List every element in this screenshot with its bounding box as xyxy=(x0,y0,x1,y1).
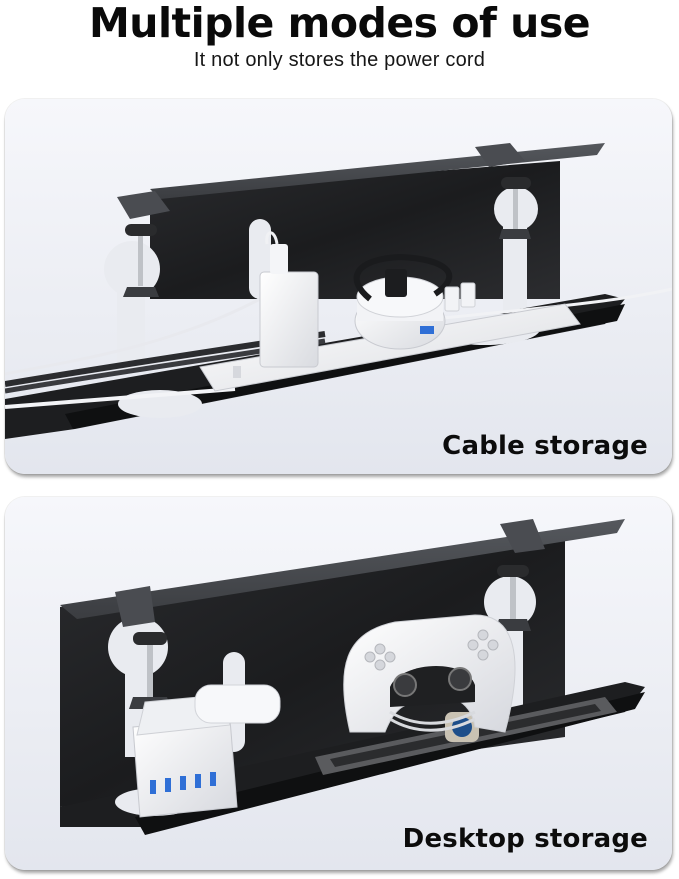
desktop-storage-label: Desktop storage xyxy=(402,824,648,854)
wall-charger xyxy=(259,271,319,368)
coiled-cable xyxy=(389,710,476,725)
clamp-pad-right xyxy=(500,519,545,553)
clamp-pad-left xyxy=(115,586,155,627)
clamp-pad-left xyxy=(117,191,170,219)
clamp-left xyxy=(123,224,159,297)
page-title: Multiple modes of use xyxy=(88,0,591,47)
clamp-right xyxy=(499,177,531,239)
clamp-pad-right xyxy=(475,143,525,167)
page-subtitle: It not only stores the power cord xyxy=(193,49,486,71)
desktop-tray-illustration xyxy=(60,519,645,835)
earbuds-case xyxy=(194,684,281,724)
cable-tray-illustration xyxy=(5,143,672,439)
cable-storage-label: Cable storage xyxy=(442,431,648,461)
usb-port-icon xyxy=(420,326,434,334)
tray-top-flange xyxy=(60,519,625,619)
usb-ports xyxy=(150,772,216,794)
desktop-storage-panel: Desktop storage xyxy=(5,497,672,870)
cable-storage-panel: Cable storage xyxy=(5,99,672,474)
